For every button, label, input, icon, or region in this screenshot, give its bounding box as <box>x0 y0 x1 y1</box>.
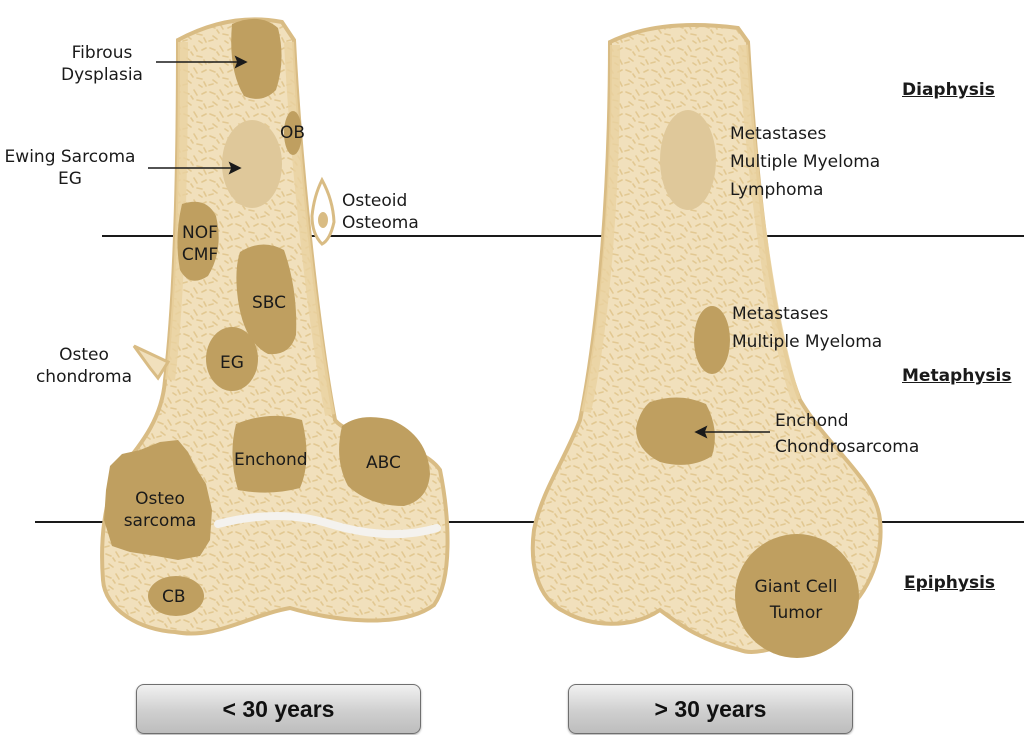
zone-metaphysis: Metaphysis <box>902 366 1012 386</box>
young-bone <box>100 17 450 636</box>
old-bone <box>530 23 883 658</box>
age-box-over-30: > 30 years <box>568 684 853 734</box>
old-metaphysis-lesion <box>694 306 730 374</box>
abc-lesion <box>339 417 430 506</box>
label-giant-cell-tumor: Giant Cell Tumor <box>754 577 838 623</box>
label-enchond-chondrosarcoma: Enchond Chondrosarcoma <box>775 411 920 457</box>
label-diaphysis-lesions: Metastases Multiple Myeloma Lymphoma <box>730 124 881 200</box>
label-enchond: Enchond <box>234 450 308 470</box>
old-diaphysis-lesion <box>660 110 716 210</box>
label-ob: OB <box>280 123 306 143</box>
ob-lesion <box>284 111 302 155</box>
age-label-under-30: < 30 years <box>222 695 335 722</box>
cb-lesion <box>148 576 204 616</box>
sbc-lesion <box>236 244 297 355</box>
fibrous-dysplasia-lesion <box>231 18 282 99</box>
zone-epiphysis: Epiphysis <box>904 573 996 593</box>
chondrosarcoma-lesion <box>636 397 715 465</box>
label-metaphysis-lesions: Metastases Multiple Myeloma <box>732 304 883 352</box>
young-growth-plate <box>214 512 441 539</box>
label-abc: ABC <box>366 453 401 473</box>
enchond-lesion <box>232 415 307 493</box>
giant-cell-tumor-lesion <box>735 534 859 658</box>
ewing-lesion <box>222 120 282 208</box>
label-sbc: SBC <box>252 293 287 313</box>
age-box-under-30: < 30 years <box>136 684 421 734</box>
pointer-arrows <box>148 55 770 439</box>
nof-cmf-lesion <box>177 201 219 281</box>
eg-lesion <box>206 327 258 391</box>
age-label-over-30: > 30 years <box>654 695 767 722</box>
osteosarcoma-lesion <box>104 440 212 560</box>
zone-diaphysis: Diaphysis <box>902 80 995 100</box>
label-eg: EG <box>220 353 244 373</box>
label-cb: CB <box>162 587 186 607</box>
osteochondroma-spur <box>132 344 171 381</box>
